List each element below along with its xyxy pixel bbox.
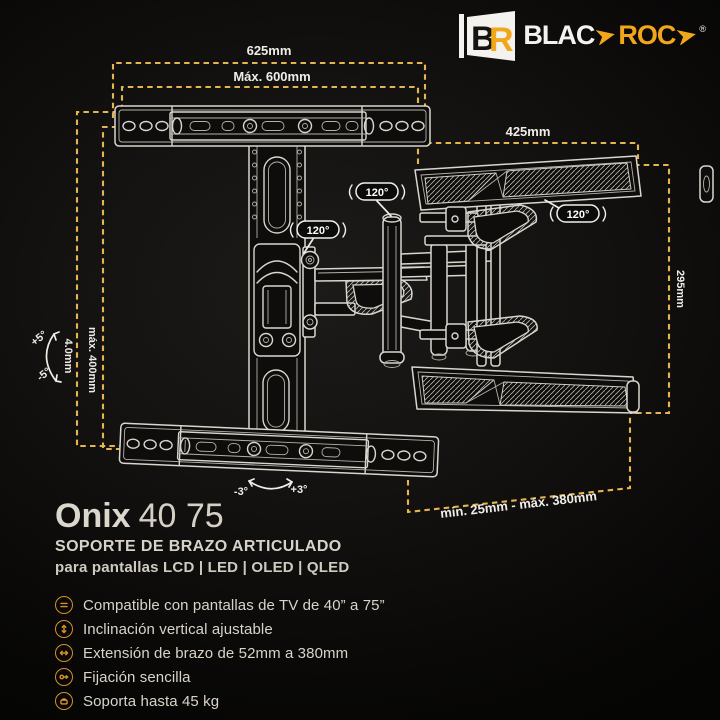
rotation-badge-2: 120° xyxy=(289,220,347,254)
tilt-down-label: -5° xyxy=(35,366,54,384)
brand-mark-icon: B R xyxy=(459,11,516,61)
tv-bracket-drawing xyxy=(411,155,714,414)
arrow-k-icon xyxy=(596,29,616,45)
registered-mark: ® xyxy=(699,23,706,34)
rotation-badge-3: 120° xyxy=(544,199,607,223)
feature-row: Inclinación vertical ajustable xyxy=(55,620,385,638)
feature-list: Compatible con pantallas de TV de 40” a … xyxy=(55,596,385,710)
vertical-travel-label: máx. 400mm xyxy=(86,327,98,393)
product-type: SOPORTE DE BRAZO ARTICULADO xyxy=(55,538,342,555)
easy-fix-icon xyxy=(55,668,73,686)
extension-range-label: min. 25mm - máx. 380mm xyxy=(439,488,597,521)
arm-extension-icon xyxy=(55,644,73,662)
top-rail-drawing xyxy=(114,105,431,147)
bottom-rail-drawing xyxy=(118,422,440,478)
brand-wordmark: BLAC ROC ® xyxy=(523,20,706,51)
rotation-badge-1: 120° xyxy=(348,182,406,217)
weight-capacity-icon xyxy=(55,692,73,710)
mark-letter-b: B xyxy=(471,20,496,58)
tilt-up-label: +5° xyxy=(29,329,50,349)
brand-text-roc: ROC xyxy=(618,20,676,50)
bracket-width-label: 425mm xyxy=(506,124,551,139)
dimension-lines xyxy=(75,61,671,514)
feature-row: Fijación sencilla xyxy=(55,668,385,686)
feature-text: Extensión de brazo de 52mm a 380mm xyxy=(83,644,349,662)
rail-width-max-label: Máx. 600mm xyxy=(233,69,310,84)
bracket-height-label: 295mm xyxy=(674,270,686,308)
feature-row: Compatible con pantallas de TV de 40” a … xyxy=(55,596,385,614)
rotation-angle-label: 120° xyxy=(567,209,590,221)
rotation-angle-label: 120° xyxy=(366,187,389,199)
product-name: Onix xyxy=(55,497,131,535)
plate-thickness-label: 4.0mm xyxy=(62,339,74,374)
mark-letter-r: R xyxy=(489,21,514,59)
feature-text: Soporta hasta 45 kg xyxy=(83,692,220,710)
rail-width-label: 625mm xyxy=(247,43,292,58)
feature-row: Soporta hasta 45 kg xyxy=(55,692,385,710)
screen-compatibility: para pantallas LCD | LED | OLED | QLED xyxy=(55,559,350,576)
wall-plate-column-drawing xyxy=(248,125,306,447)
feature-text: Fijación sencilla xyxy=(83,668,191,686)
blackrock-logo: B R BLAC ROC ® xyxy=(459,10,706,62)
screen-lines-icon xyxy=(55,596,73,614)
product-size-range: 40 75 xyxy=(138,497,224,535)
brand-text-blac: BLAC xyxy=(523,20,595,50)
feature-text: Compatible con pantallas de TV de 40” a … xyxy=(83,596,385,614)
swivel-minus-label: -3° xyxy=(234,486,248,498)
feature-text: Inclinación vertical ajustable xyxy=(83,620,273,638)
swivel-plus-label: +3° xyxy=(291,484,308,496)
arrow-k-icon xyxy=(677,29,697,45)
feature-row: Extensión de brazo de 52mm a 380mm xyxy=(55,644,385,662)
vertical-tilt-icon xyxy=(55,620,73,638)
rotation-angle-label: 120° xyxy=(307,225,330,237)
